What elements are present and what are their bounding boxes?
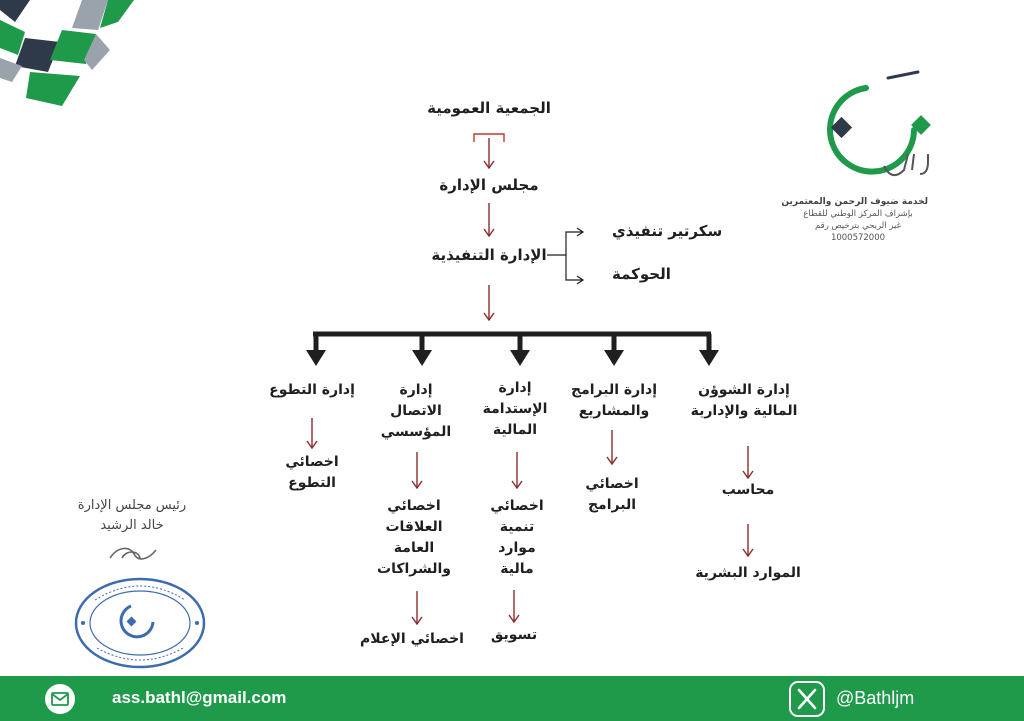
node-label-line: الاتصال (390, 403, 442, 419)
distribution-arrow-head (510, 350, 530, 366)
connector-arrow-head (508, 614, 520, 624)
footer-email-link[interactable]: ass.bathl@gmail.com (112, 688, 287, 707)
node-marketing: تسويق (490, 627, 538, 643)
node-dept-volunteer: إدارة التطوع (269, 380, 355, 401)
connector-arrow-head (483, 160, 495, 170)
connector-bracket (473, 133, 505, 142)
node-programs-specialist: اخصائي البرامج (585, 474, 638, 516)
node-governance: الحوكمة (612, 265, 671, 283)
chairman-title: رئيس مجلس الإدارة (77, 498, 187, 513)
node-label-line: المالية (492, 422, 538, 438)
node-label-line: إدارة البرامج (570, 382, 658, 398)
node-label-line: مالية (500, 561, 534, 577)
connector-arrow-head (483, 228, 495, 238)
connector-branch-line (565, 255, 582, 281)
distribution-arrow-head (306, 350, 326, 366)
node-label-line: إدارة (498, 380, 532, 396)
connector-arrow-head (576, 227, 585, 237)
node-volunteer-specialist: اخصائي التطوع (285, 452, 338, 494)
mail-icon[interactable] (44, 683, 76, 715)
logo-license-number: 1000572000 (830, 233, 886, 243)
connector-branch-line (547, 231, 582, 256)
node-executive: الإدارة التنفيذية (431, 246, 547, 264)
connector-arrow-head (511, 480, 523, 490)
stamp-icon (74, 577, 206, 669)
footer-bar: ass.bathl@gmail.com @Bathljm (0, 676, 1024, 721)
node-label-line: الإستدامة (482, 401, 548, 417)
node-label-line: العامة (393, 540, 435, 556)
footer-x-handle[interactable]: @Bathljm (836, 688, 915, 708)
bathl-logo-icon (827, 70, 931, 177)
node-dept-admin-finance: إدارة الشوؤن المالية والإدارية (691, 380, 798, 422)
node-label-line: المؤسسي (380, 424, 452, 440)
chairman-block: رئيس مجلس الإدارة خالد الرشيد (62, 496, 202, 536)
node-general-assembly: الجمعية العمومية (427, 99, 551, 117)
node-label-line: المالية والإدارية (690, 403, 798, 419)
node-finance-dev-specialist: اخصائي تنمية موارد مالية (490, 496, 543, 580)
corner-mosaic-decoration (0, 0, 134, 106)
connector-arrow-head (606, 456, 618, 466)
node-dept-sustainability: إدارة الإستدامة المالية (483, 378, 548, 441)
node-dept-programs: إدارة البرامج والمشاريع (571, 380, 657, 422)
distribution-arrow-head (412, 350, 432, 366)
node-human-resources: الموارد البشرية (695, 565, 801, 581)
distribution-arrow-head (604, 350, 624, 366)
node-label-line: تنمية (499, 519, 535, 535)
connector-arrow-head (306, 440, 318, 450)
connector-arrow-head (411, 616, 423, 626)
node-label-line: التطوع (288, 475, 336, 491)
node-label-line: إدارة التطوع (269, 382, 355, 398)
connector-arrow-head (576, 275, 585, 285)
node-label-line: موارد (498, 540, 536, 556)
connector-arrow-head (411, 480, 423, 490)
node-label-line: إدارة الشوؤن (698, 382, 790, 398)
x-logo-icon[interactable] (788, 680, 826, 718)
logo-tagline-line: لخدمة ضيوف الرحمن والمعتمرين (781, 197, 928, 207)
node-label-line: والمشاريع (578, 403, 650, 419)
node-label-line: والشراكات (377, 561, 451, 577)
logo-tagline-line: بإشراف المركز الوطني للقطاع (803, 209, 913, 219)
node-label-line: البرامج (587, 497, 637, 513)
signature-icon (109, 547, 157, 560)
connector-arrow-head (742, 548, 754, 558)
chairman-name: خالد الرشيد (100, 518, 164, 533)
node-accountant: محاسب (721, 482, 775, 498)
connector-arrow-head (483, 312, 495, 322)
node-label-line: اخصائي (285, 454, 339, 470)
connector-arrow-head (742, 470, 754, 480)
node-label-line: اخصائي (490, 498, 544, 514)
node-dept-communication: إدارة الاتصال المؤسسي (381, 380, 451, 443)
node-board: مجلس الإدارة (439, 176, 539, 194)
logo-tagline: لخدمة ضيوف الرحمن والمعتمرين بإشراف المر… (781, 196, 928, 244)
node-label-line: إدارة (399, 382, 433, 398)
node-label-line: اخصائي (387, 498, 441, 514)
node-media-specialist: اخصائي الإعلام (360, 631, 464, 647)
distribution-arrow-head (699, 350, 719, 366)
logo-tagline-line: غير الربحي بترخيص رقم (814, 221, 902, 231)
node-label-line: العلاقات (385, 519, 443, 535)
node-pr-specialist: اخصائي العلاقات العامة والشراكات (377, 496, 451, 580)
node-secretary: سكرتير تنفيذي (612, 222, 723, 240)
node-label-line: اخصائي (585, 476, 639, 492)
